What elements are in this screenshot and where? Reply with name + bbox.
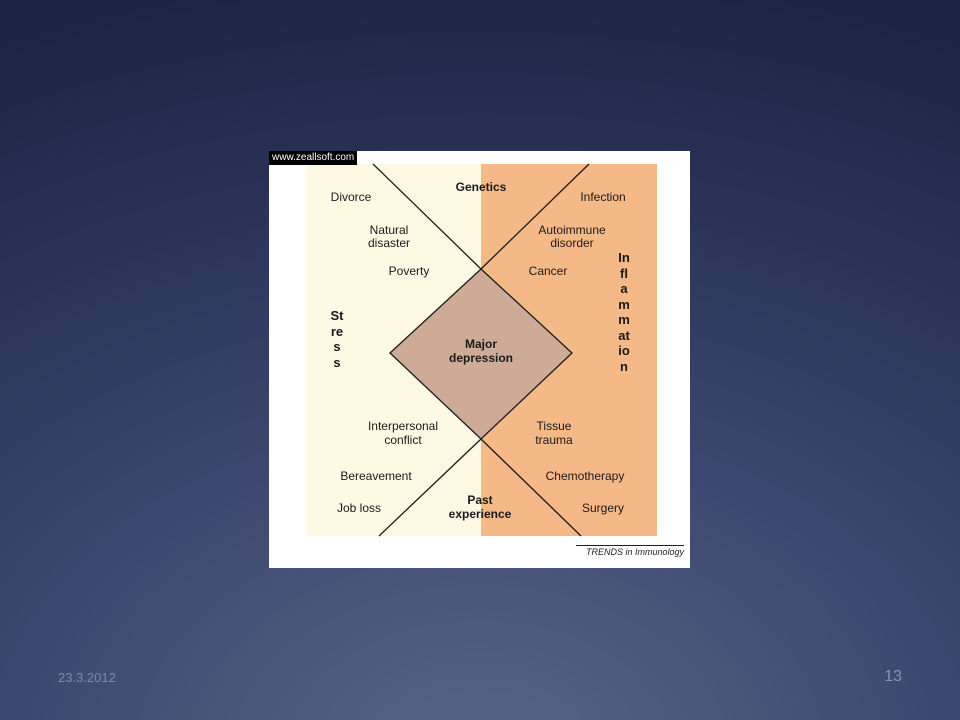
poverty-label: Poverty	[388, 264, 430, 278]
major-depression-label-line2: depression	[448, 351, 514, 365]
depression-diagram: www.zeallsoft.com Genetics Divorce Natur…	[269, 151, 690, 568]
stress-vertical-label: Stress	[330, 308, 344, 370]
journal-credit: TRENDS in Immunology	[576, 545, 684, 557]
natural-disaster-label-line2: disaster	[367, 236, 411, 250]
past-experience-label-line2: experience	[448, 507, 512, 521]
tissue-trauma-label-line1: Tissue	[536, 419, 572, 433]
inflammation-vertical-label: Inflammation	[618, 250, 630, 374]
natural-disaster-label-line1: Natural	[369, 223, 409, 237]
autoimmune-disorder-label-line1: Autoimmune	[538, 223, 606, 237]
interpersonal-conflict-label-line1: Interpersonal	[367, 419, 439, 433]
past-experience-label-line1: Past	[467, 493, 493, 507]
diagonal-line-top-right	[480, 163, 590, 270]
tissue-trauma-label-line2: trauma	[535, 433, 573, 447]
genetics-label: Genetics	[455, 180, 507, 194]
job-loss-label: Job loss	[336, 501, 382, 515]
cancer-label: Cancer	[528, 264, 568, 278]
diagonal-line-bottom-right	[480, 438, 582, 537]
slide-date: 23.3.2012	[58, 670, 116, 685]
surgery-label: Surgery	[581, 501, 625, 515]
diagonal-line-top-left	[372, 163, 482, 270]
diagonal-line-bottom-left	[378, 438, 482, 537]
divorce-label: Divorce	[330, 190, 372, 204]
chemotherapy-label: Chemotherapy	[545, 469, 625, 483]
slide-number: 13	[884, 668, 902, 685]
infection-label: Infection	[580, 190, 626, 204]
interpersonal-conflict-label-line2: conflict	[384, 433, 422, 447]
watermark: www.zeallsoft.com	[269, 151, 358, 165]
autoimmune-disorder-label-line2: disorder	[550, 236, 594, 250]
diagram-shapes	[306, 163, 657, 537]
major-depression-label-line1: Major	[464, 337, 497, 351]
bereavement-label: Bereavement	[340, 469, 412, 483]
